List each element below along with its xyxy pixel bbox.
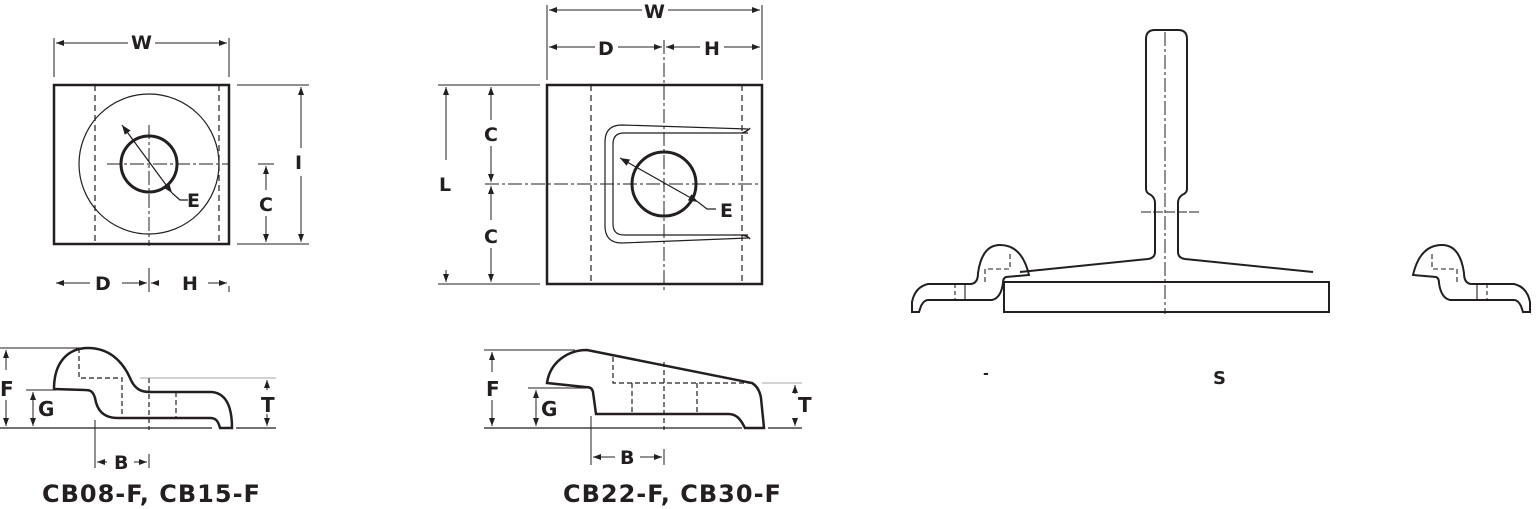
dim-label-h: H xyxy=(704,38,720,60)
cb22-side-view xyxy=(484,348,802,465)
dim-label-f: F xyxy=(486,377,500,401)
dim-label-d: D xyxy=(95,273,111,295)
dim-label-e: E xyxy=(187,190,200,212)
cb08-side-view xyxy=(0,346,276,468)
dim-label-s: S xyxy=(1213,368,1226,389)
dim-label-d: D xyxy=(598,38,614,60)
dim-label-w: W xyxy=(644,1,665,23)
dim-label-t: T xyxy=(798,393,812,417)
dim-label-e: E xyxy=(720,200,733,222)
cb22-plan-labels: W D H L C C E xyxy=(439,1,733,248)
rail-assembly-view xyxy=(911,29,1531,314)
dim-label-b: B xyxy=(620,447,634,469)
dim-label-g: G xyxy=(38,397,54,421)
dim-label-c: C xyxy=(259,194,273,216)
cb22-plan-view xyxy=(438,5,764,290)
dim-label-c-top: C xyxy=(484,124,498,146)
dim-label-dash: - xyxy=(983,366,989,382)
cb08-side-labels: F G T B CB08-F, CB15-F xyxy=(0,377,275,508)
dim-label-l: L xyxy=(439,174,451,196)
cb08-plan-labels: W I C E D H xyxy=(95,32,302,295)
rail-assembly-labels: - S xyxy=(983,366,1226,389)
caption-cb08-cb15: CB08-F, CB15-F xyxy=(42,480,261,508)
cb22-side-labels: F G T B CB22-F, CB30-F xyxy=(486,377,812,508)
dim-label-w: W xyxy=(131,32,152,54)
dim-label-b: B xyxy=(114,452,128,474)
dim-label-g: G xyxy=(541,397,557,421)
dim-label-t: T xyxy=(261,393,275,417)
cb08-plan-view xyxy=(52,38,309,292)
caption-cb22-cb30: CB22-F, CB30-F xyxy=(563,480,782,508)
dim-label-i: I xyxy=(295,152,302,174)
dim-label-f: F xyxy=(0,377,14,401)
dim-label-c-bottom: C xyxy=(484,226,498,248)
dim-label-h: H xyxy=(182,273,198,295)
